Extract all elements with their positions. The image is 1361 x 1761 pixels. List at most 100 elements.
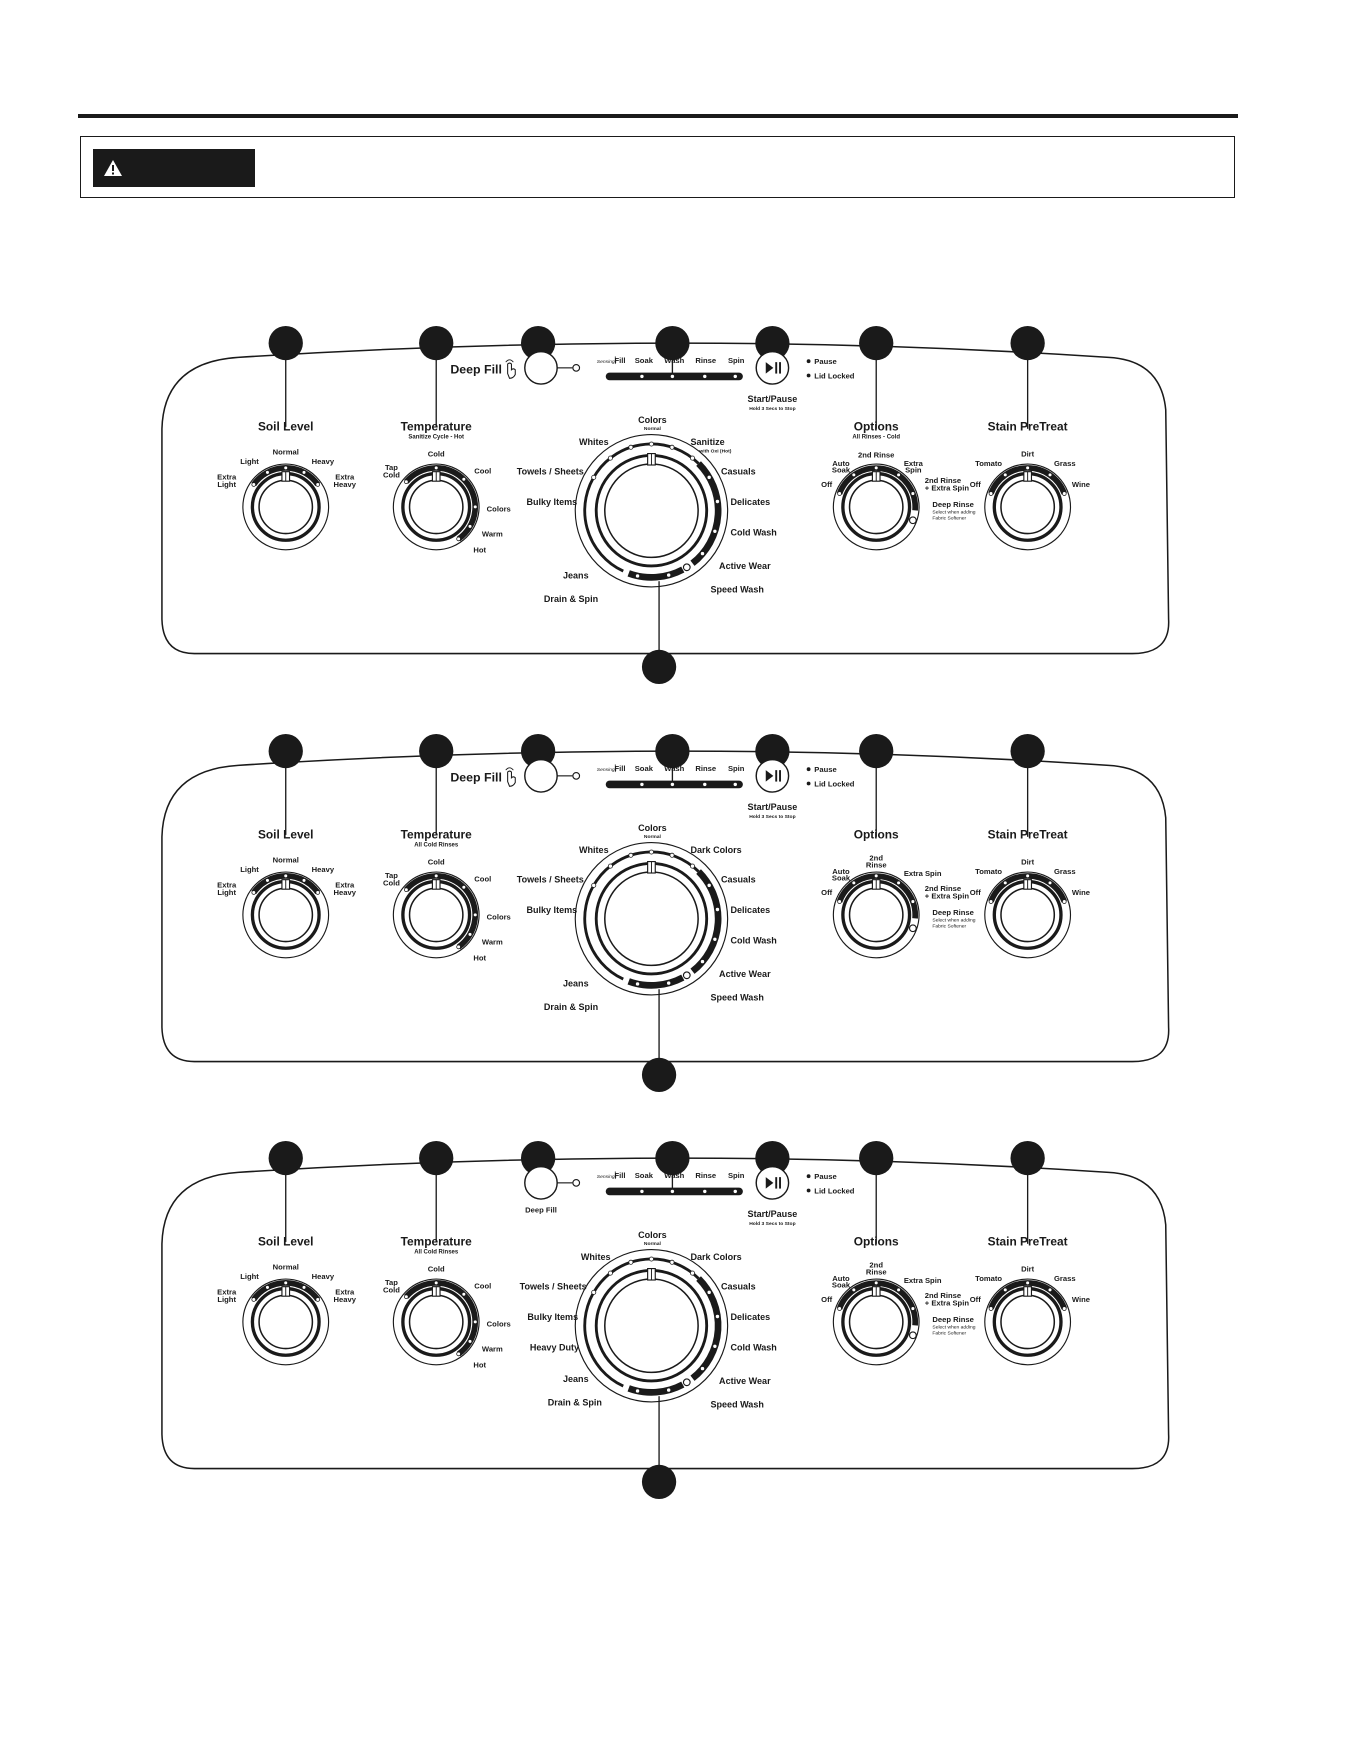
soil-extra-heavy-label-2: Heavy [334,1295,357,1304]
cycle-left-label-4: Jeans [563,570,589,580]
stain-pretreat-knob[interactable] [984,463,1072,551]
callout-soil-level [268,733,303,769]
callout-wash-cycle [641,1057,677,1093]
option-auto-soak-label: Auto [832,867,850,876]
options-knob[interactable] [832,1278,920,1366]
callout-soil-level [268,1140,303,1176]
temperature-subtitle: Sanitize Cycle - Hot [408,434,464,440]
stain-pretreat-knob[interactable] [984,871,1072,959]
start-pause-button[interactable] [755,758,790,793]
soil-level-scale [251,1280,321,1302]
soil-normal-label: Normal [273,1263,299,1272]
temp-colors-label: Colors [487,913,511,922]
temperature-knob[interactable] [392,871,480,959]
status-light [640,374,644,379]
cycle-left-label-5: Jeans [563,1374,589,1384]
temperature-scale [404,465,479,542]
deep-fill-button[interactable] [524,350,581,385]
status-rinse-label: Rinse [695,356,716,365]
soil-level-knob[interactable] [242,871,330,959]
temperature-subtitle: All Cold Rinses [414,1249,459,1255]
cycle-right-label-2: Casuals [721,467,756,477]
callout-stain-pretreat [1010,1140,1045,1176]
wash-cycle-knob[interactable] [594,1268,709,1383]
callout-temperature [419,733,454,769]
stain-pretreat-title: Stain PreTreat [988,828,1068,842]
cycle-right-label-1: Dark Colors [690,845,741,855]
status-wash-label: Wash [664,764,684,773]
temperature-title: Temperature [401,420,473,434]
temperature-scale [404,1280,479,1357]
callout-stain-pretreat [1010,733,1045,769]
cycle-colors-sub-label: Normal [644,426,662,432]
soil-level-knob[interactable] [242,1278,330,1366]
status-light [640,1189,644,1194]
deep-fill-button[interactable] [524,1165,581,1200]
options-title: Options [854,1235,899,1249]
wash-cycle-knob[interactable] [594,453,709,568]
options-scale [836,1280,919,1326]
temperature-knob[interactable] [392,1278,480,1366]
cycle-right-label-3: Delicates [730,497,770,507]
stain-pretreat-scale [988,465,1067,496]
options-knob[interactable] [832,871,920,959]
soil-heavy-label: Heavy [312,1272,335,1281]
stain-tomato-label: Tomato [975,867,1002,876]
callout-stain-pretreat [1010,325,1045,361]
callout-options [859,325,894,361]
header-rule [78,114,1238,118]
status-fill-label: Fill [615,764,626,773]
option-auto-soak-label-2: Soak [832,874,851,883]
temp-tap-cold-label: Tap [385,871,398,880]
wash-cycle-knob[interactable] [594,860,709,976]
options-knob[interactable] [832,463,920,551]
temperature-title: Temperature [401,1235,473,1249]
status-soak-label: Soak [635,1171,654,1180]
pause-label: Pause [814,765,836,774]
deep-fill-button[interactable] [524,758,581,793]
temperature-knob[interactable] [392,463,480,551]
status-wash-label: Wash [664,356,684,365]
cycle-right-label-5: Active Wear [719,969,771,979]
callout-wash-cycle [641,649,677,685]
callout-status-lights [655,325,690,361]
status-spin-label: Spin [728,1171,745,1180]
option-2nd-rinse-extra-spin-label-2: + Extra Spin [925,484,970,493]
start-pause-button[interactable] [755,350,790,385]
soil-level-title: Soil Level [258,1235,314,1249]
cycle-left-label-4: Heavy Duty [530,1342,579,1352]
soil-level-knob[interactable] [242,463,330,551]
option-extra-spin-label: Extra Spin [904,1276,942,1285]
start-pause-button[interactable] [755,1165,790,1200]
option-2nd-rinse-extra-spin-label-2: + Extra Spin [925,892,970,901]
temp-tap-cold-label-2: Cold [383,470,400,479]
stain-dirt-label: Dirt [1021,857,1035,866]
temp-cool-label: Cool [474,875,491,884]
start-pause-label: Start/Pause [748,394,798,404]
stain-pretreat-knob[interactable] [984,1278,1072,1366]
panel-outline [161,750,1170,1063]
cycle-right-label-1: Dark Colors [690,1252,741,1262]
soil-heavy-label: Heavy [312,457,335,466]
cycle-colors-label: Colors [638,823,667,833]
option-off-label: Off [821,1295,832,1304]
status-fill-label: Fill [615,1171,626,1180]
soil-normal-label: Normal [273,448,299,457]
cycle-left-label-4: Jeans [563,978,589,988]
soil-extra-light-label: Extra [217,472,237,481]
hold-to-stop-label: Hold 3 Secs to Stop [749,814,795,820]
soil-level-title: Soil Level [258,828,314,842]
speed-wash-marker [682,971,691,980]
soil-extra-heavy-label: Extra [335,472,355,481]
hold-to-stop-label: Hold 3 Secs to Stop [749,1221,795,1227]
option-2nd-rinse-extra-spin-label: 2nd Rinse [925,476,961,485]
option-auto-soak-label: Auto [832,1274,850,1283]
cycle-right-label-6: Speed Wash [710,1400,763,1410]
cycle-right-label-4: Cold Wash [730,935,776,945]
soil-extra-heavy-label: Extra [335,1287,355,1296]
cycle-colors-sub-label: Normal [644,834,662,840]
cycle-right-label-5: Active Wear [719,1376,771,1386]
stain-grass-label: Grass [1054,867,1076,876]
